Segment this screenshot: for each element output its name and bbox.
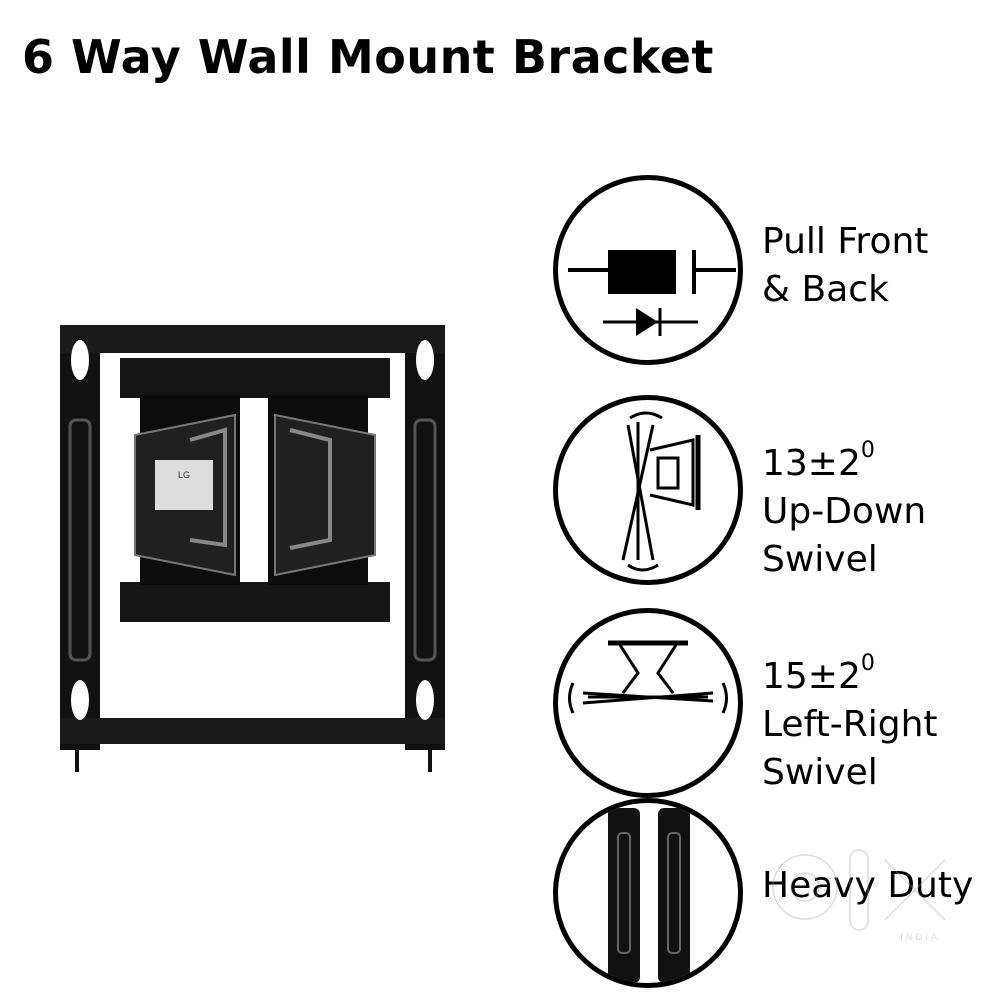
page-title: 6 Way Wall Mount Bracket xyxy=(22,30,714,84)
feature-left-right-swivel: 15±20 Left-Right Swivel xyxy=(762,651,938,794)
pan-swivel-icon xyxy=(553,608,743,798)
olx-watermark-logo: INDIA xyxy=(772,849,946,943)
tilt-swivel-icon xyxy=(553,395,743,585)
feature-pull-front-back: Pull Front & Back xyxy=(762,221,929,310)
wall-mount-bracket-image: LG xyxy=(60,325,445,772)
feature-up-down-swivel: 13±20 Up-Down Swivel xyxy=(762,438,927,581)
feature-heavy-duty: Heavy Duty xyxy=(762,865,974,906)
product-label: LG xyxy=(178,470,190,480)
heavy-duty-rails-icon xyxy=(553,798,743,988)
watermark-region: INDIA xyxy=(900,933,940,943)
push-pull-arrows-icon xyxy=(553,175,743,365)
